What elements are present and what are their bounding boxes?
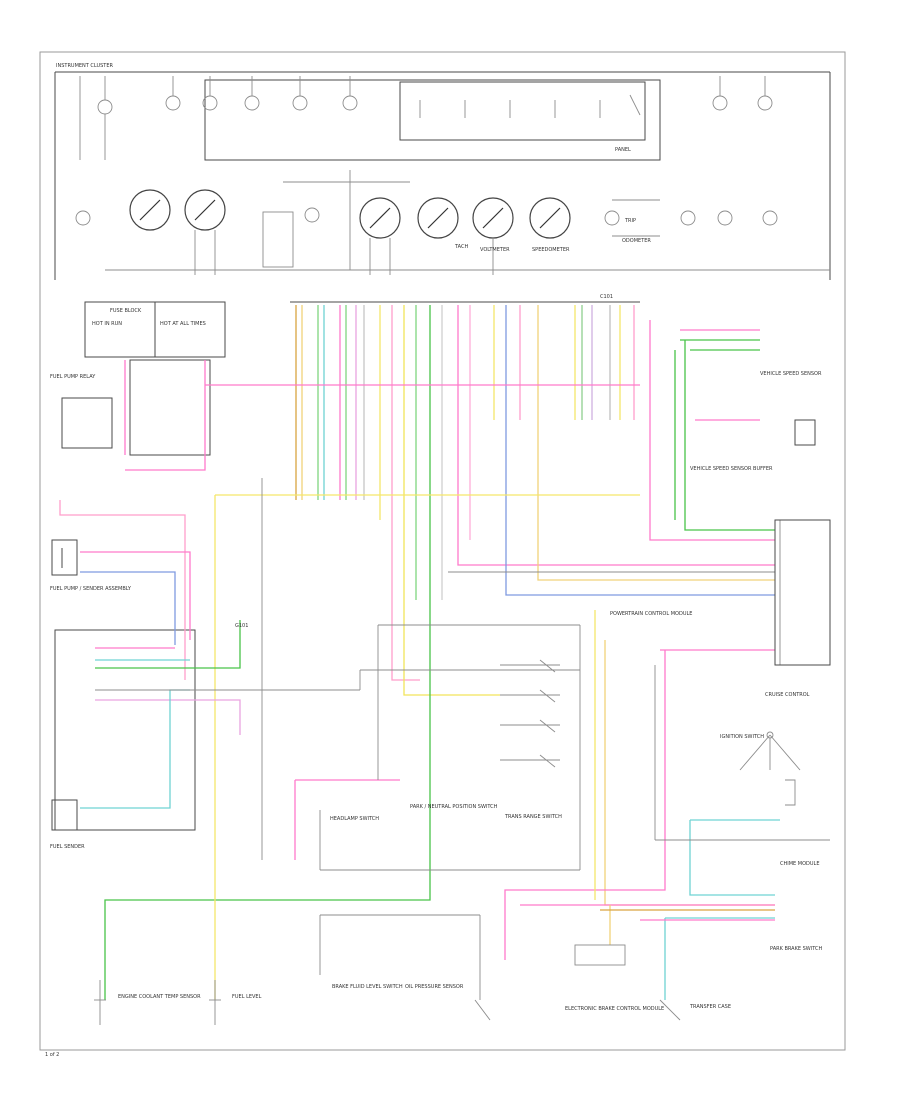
fuse-block-label: FUSE BLOCK (110, 308, 142, 314)
vss-buffer-label: VEHICLE SPEED SENSOR BUFFER (690, 466, 773, 472)
indicator-row-top (79, 76, 773, 160)
trans-range-label: TRANS RANGE SWITCH (504, 814, 562, 820)
bottom-sensors (94, 944, 681, 1025)
fuel-sender-label: FUEL SENDER (50, 844, 85, 850)
gauges (129, 189, 571, 239)
fuel-pump-relay-label: FUEL PUMP RELAY (50, 374, 96, 380)
led-ticks (419, 94, 641, 118)
ignition-switch-label: IGNITION SWITCH (720, 734, 764, 740)
hot-in-run-label: HOT IN RUN (92, 321, 122, 327)
trip-label: TRIP (624, 218, 636, 224)
park-neutral-label: PARK / NEUTRAL POSITION SWITCH (410, 804, 498, 810)
pcm-label: POWERTRAIN CONTROL MODULE (610, 611, 692, 617)
c101-label: C101 (600, 294, 613, 300)
pcm-connector: POWERTRAIN CONTROL MODULE (610, 519, 831, 666)
voltmeter-label: VOLTMETER (480, 247, 510, 253)
ignition-switch (739, 731, 801, 806)
headlamp-label: HEADLAMP SWITCH (330, 816, 379, 822)
odometer-label: ODOMETER (622, 238, 651, 244)
cruise-label: CRUISE CONTROL (765, 692, 810, 698)
connector-c101: C101 (290, 294, 640, 303)
hot-all-label: HOT AT ALL TIMES (160, 321, 206, 327)
fuel-level-label: FUEL LEVEL (232, 994, 262, 1000)
transfer-case-label: TRANSFER CASE (689, 1004, 731, 1010)
page-number: 1 of 2 (45, 1052, 59, 1058)
fuse-block: FUSE BLOCK HOT IN RUN HOT AT ALL TIMES (84, 301, 226, 456)
park-neutral-switch (500, 659, 560, 768)
vss-label: VEHICLE SPEED SENSOR (760, 371, 822, 377)
fuel-pump-assembly: FUEL PUMP / SENDER ASSEMBLY FUEL SENDER (50, 539, 196, 850)
tach-label: TACH (454, 244, 468, 250)
diagram-frame (39, 51, 846, 1051)
speedometer-label: SPEEDOMETER (532, 247, 570, 253)
ground-label: G101 (235, 623, 248, 629)
brake-fluid-label: BRAKE FLUID LEVEL SWITCH (332, 984, 403, 990)
instrument-cluster: PANEL (54, 71, 831, 280)
abs-module-label: ELECTRONIC BRAKE CONTROL MODULE (565, 1006, 664, 1012)
fuel-pump-relay: FUEL PUMP RELAY (50, 374, 113, 449)
indicator-row-bottom (75, 170, 830, 275)
fuel-pump-label: FUEL PUMP / SENDER ASSEMBLY (50, 586, 132, 592)
wires (59, 305, 780, 1000)
vehicle-speed-sensor: VEHICLE SPEED SENSOR VEHICLE SPEED SENSO… (690, 371, 822, 472)
ground-wires (95, 478, 830, 1000)
diagram-header: INSTRUMENT CLUSTER (56, 63, 114, 69)
cluster-panel-label: PANEL (615, 147, 631, 153)
park-brake-label: PARK BRAKE SWITCH (770, 946, 822, 952)
coolant-temp-label: ENGINE COOLANT TEMP SENSOR (118, 994, 201, 1000)
chime-label: CHIME MODULE (780, 861, 820, 867)
oil-press-sensor-label: OIL PRESSURE SENSOR (405, 984, 464, 990)
